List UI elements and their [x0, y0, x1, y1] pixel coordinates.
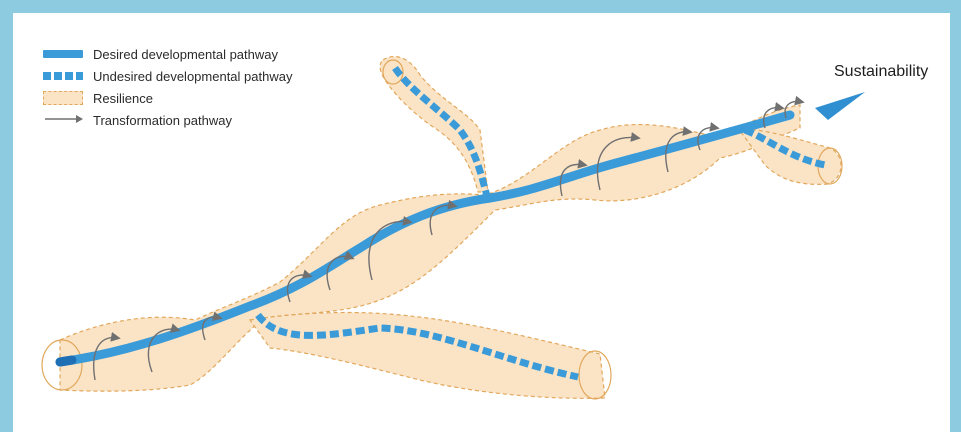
- legend-label: Transformation pathway: [93, 113, 232, 128]
- legend-item-undesired: Undesired developmental pathway: [43, 66, 292, 86]
- undesired-pathways: [258, 68, 825, 377]
- resilience-swatch-icon: [43, 91, 83, 105]
- resilience-envelope-branch-bottom: [250, 313, 605, 399]
- legend: Desired developmental pathway Undesired …: [43, 44, 292, 132]
- resilience-envelope-branch-right: [738, 128, 841, 184]
- legend-item-desired: Desired developmental pathway: [43, 44, 292, 64]
- legend-item-transformation: Transformation pathway: [43, 110, 292, 130]
- sustainability-label: Sustainability: [834, 63, 928, 81]
- arrow-swatch-icon: [43, 115, 83, 125]
- sustainability-arrowhead: [815, 92, 865, 120]
- legend-label: Desired developmental pathway: [93, 47, 278, 62]
- legend-label: Resilience: [93, 91, 153, 106]
- dashed-line-swatch-icon: [43, 72, 83, 80]
- solid-line-swatch-icon: [43, 50, 83, 58]
- resilience-envelope-branch-top: [380, 56, 488, 192]
- legend-label: Undesired developmental pathway: [93, 69, 292, 84]
- legend-item-resilience: Resilience: [43, 88, 292, 108]
- desired-pathway-start-cap: [60, 360, 72, 362]
